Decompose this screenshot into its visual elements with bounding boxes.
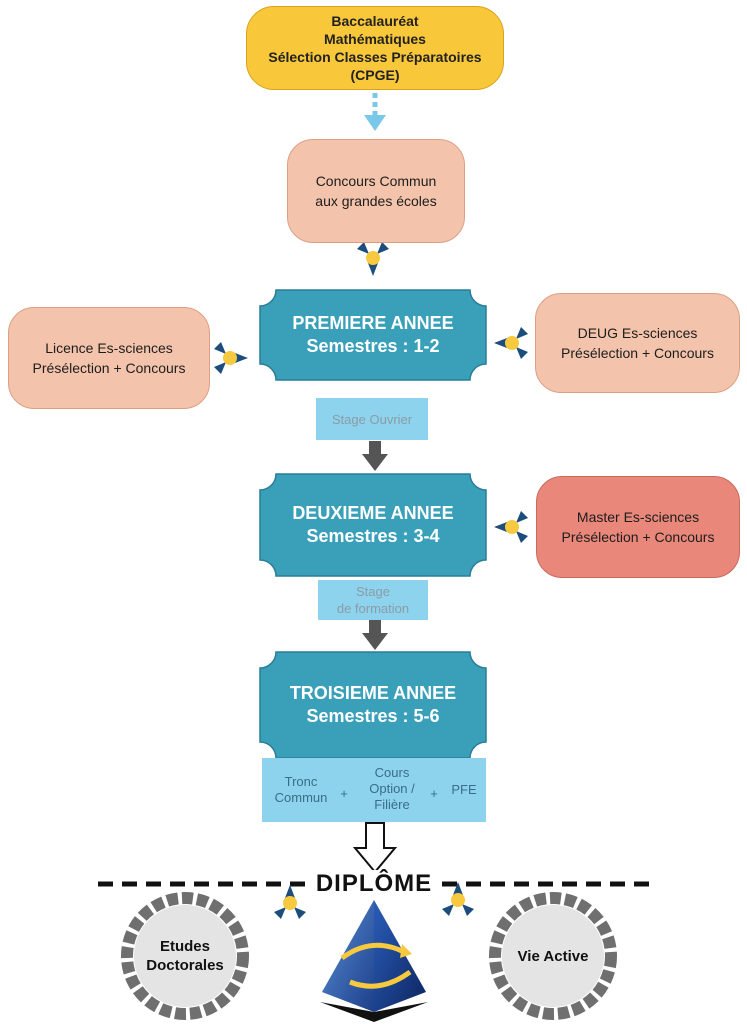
cpge-box: Baccalauréat Mathématiques Sélection Cla… [246,6,504,90]
cpge-line: Sélection Classes Préparatoires [268,49,482,65]
three-way-icon [494,327,528,359]
pyramid-logo [320,900,428,1022]
stage-ouvrier-label: Stage Ouvrier [331,411,413,427]
arrow-year2-to-year3 [362,620,388,650]
diplome-title: DIPLÔME [310,870,438,898]
cpge-line: Baccalauréat [331,13,419,29]
year-semesters: Semestres : 1-2 [306,336,440,356]
dashed-arrow [364,84,386,131]
deug-box: DEUG Es-sciences Présélection + Concours [535,293,740,393]
stage-ouvrier: Stage Ouvrier [316,398,428,440]
year-3-label: TROISIEME ANNEE Semestres : 5-6 [260,652,486,758]
year-semesters: Semestres : 3-4 [306,526,440,546]
cpge-line: Mathématiques [324,31,426,47]
licence-line: Présélection + Concours [32,360,186,376]
arrow-year1-to-year2 [362,441,388,471]
vie-active-text: Vie Active [517,947,589,965]
etudes-line: Doctorales [146,957,224,974]
plus-sign: + [430,786,438,801]
year-ticket-2 [259,473,487,577]
stage-formation-line: Stage [356,584,390,599]
master-line: Présélection + Concours [561,529,715,545]
etudes-circle [121,892,249,1020]
licence-line: Licence Es-sciences [45,340,173,356]
cours-option: Cours Option / Filière [350,765,434,813]
stage-formation: Stage de formation [318,580,428,620]
year-title: DEUXIEME ANNEE [292,503,454,523]
deug-line: DEUG Es-sciences [577,325,698,341]
cpge-line: (CPGE) [350,67,400,83]
concours-line: Concours Commun [315,173,437,189]
cours-line: Filière [374,797,410,812]
tronc-line: Tronc [284,774,318,789]
concours-box: Concours Commun aux grandes écoles [287,139,465,243]
tronc-line: Commun [274,790,328,805]
etudes-doctorales-label: Etudes Doctorales [134,916,236,996]
concours-line: aux grandes écoles [315,193,437,209]
year-ticket-1 [259,289,487,381]
master-line: Master Es-sciences [576,509,700,525]
vie-active-label: Vie Active [502,916,604,996]
hollow-arrow [352,822,398,874]
three-way-icon [442,882,474,916]
cours-line: Option / [369,781,415,796]
three-way-icon [274,885,306,919]
year-2-label: DEUXIEME ANNEE Semestres : 3-4 [260,474,486,576]
etudes-line: Etudes [159,938,210,955]
master-box: Master Es-sciences Présélection + Concou… [536,476,740,578]
year-1-label: PREMIERE ANNEE Semestres : 1-2 [260,290,486,380]
deug-line: Présélection + Concours [561,345,714,361]
pfe: PFE [451,782,477,797]
third-year-components: Tronc Commun + Cours Option / Filière + … [262,758,486,822]
three-way-icon [214,342,248,374]
year-semesters: Semestres : 5-6 [306,706,440,726]
licence-box: Licence Es-sciences Présélection + Conco… [8,307,210,409]
year-title: TROISIEME ANNEE [289,683,457,703]
three-way-icon [494,511,528,543]
vie-active-circle [489,892,617,1020]
tronc-commun: Tronc Commun [266,774,336,806]
stage-formation-line: de formation [336,601,410,616]
year-title: PREMIERE ANNEE [292,313,454,333]
plus-sign: + [340,786,348,801]
three-way-icon [357,242,389,276]
cours-line: Cours [374,765,410,780]
